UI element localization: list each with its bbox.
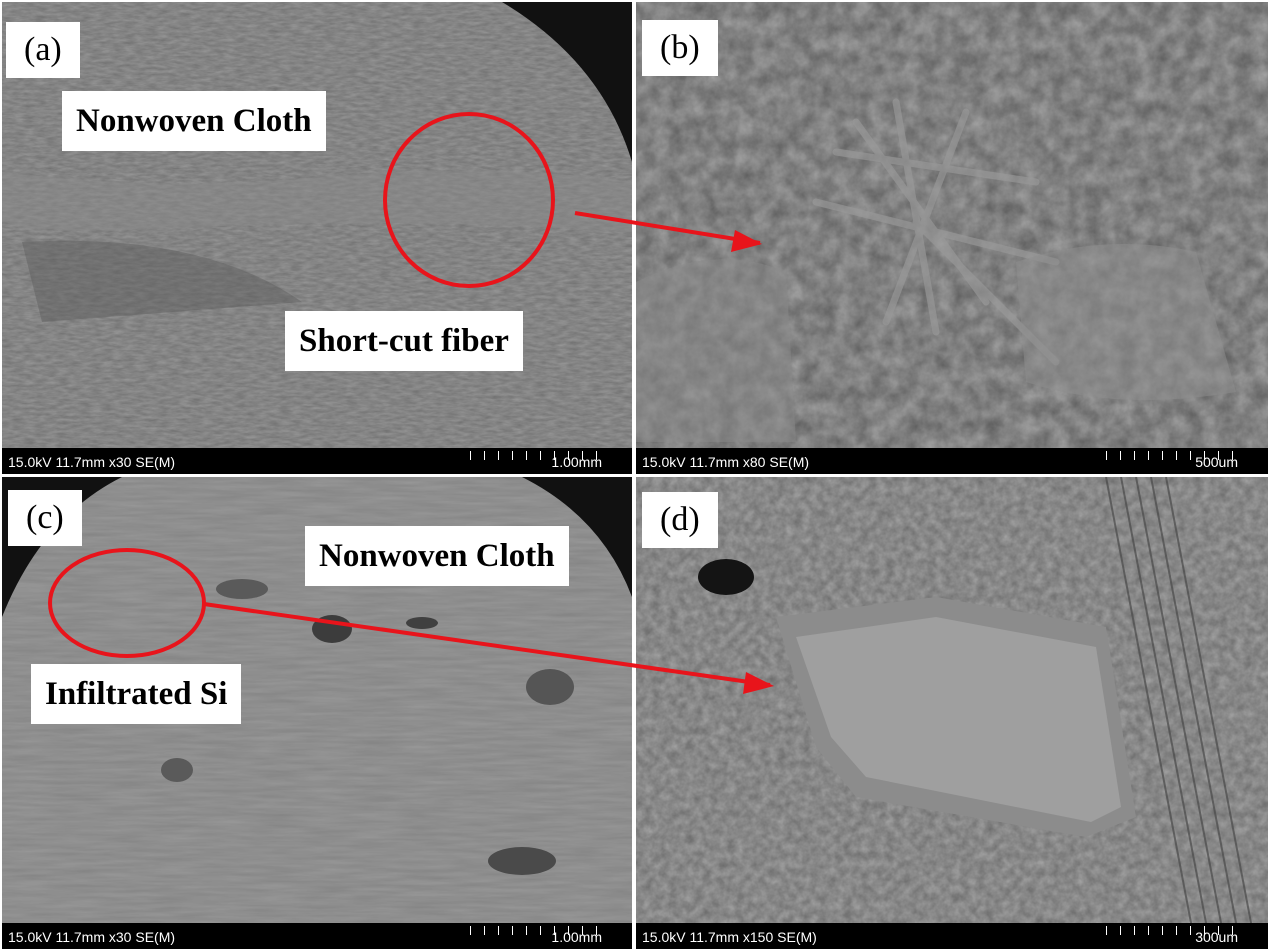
info-bar-c: 15.0kV 11.7mm x30 SE(M) 1.00mm [2, 923, 632, 949]
scale-ticks [1106, 451, 1246, 460]
scale-ticks [470, 926, 610, 935]
scale-bar-label: 500um [1195, 454, 1238, 470]
sem-panel-b: 15.0kV 11.7mm x80 SE(M) 500um [636, 2, 1268, 474]
sem-image-b [636, 2, 1268, 474]
sem-metadata: 15.0kV 11.7mm x80 SE(M) [642, 454, 810, 470]
info-bar-b: 15.0kV 11.7mm x80 SE(M) 500um [636, 448, 1268, 474]
scale-bar-label: 1.00mm [551, 929, 602, 945]
sem-metadata: 15.0kV 11.7mm x30 SE(M) [8, 929, 176, 945]
annotation-short-cut-fiber: Short-cut fiber [285, 311, 523, 371]
info-bar-d: 15.0kV 11.7mm x150 SE(M) 300um [636, 923, 1268, 949]
sem-metadata: 15.0kV 11.7mm x30 SE(M) [8, 454, 176, 470]
scale-ticks [470, 451, 610, 460]
annotation-nonwoven-cloth-a: Nonwoven Cloth [62, 91, 326, 151]
scale-ticks [1106, 926, 1246, 935]
panel-label-d: (d) [642, 492, 718, 548]
panel-label-b: (b) [642, 20, 718, 76]
scale-bar-label: 1.00mm [551, 454, 602, 470]
scale-bar-label: 300um [1195, 929, 1238, 945]
sem-image-a [2, 2, 632, 474]
sem-metadata: 15.0kV 11.7mm x150 SE(M) [642, 929, 817, 945]
panel-label-c: (c) [8, 490, 82, 546]
sem-panel-a: 15.0kV 11.7mm x30 SE(M) 1.00mm [2, 2, 632, 474]
annotation-infiltrated-si: Infiltrated Si [31, 664, 242, 724]
sem-image-d [636, 477, 1268, 949]
panel-label-a: (a) [6, 22, 80, 78]
info-bar-a: 15.0kV 11.7mm x30 SE(M) 1.00mm [2, 448, 632, 474]
annotation-nonwoven-cloth-c: Nonwoven Cloth [305, 526, 569, 586]
sem-panel-d: 15.0kV 11.7mm x150 SE(M) 300um [636, 477, 1268, 949]
